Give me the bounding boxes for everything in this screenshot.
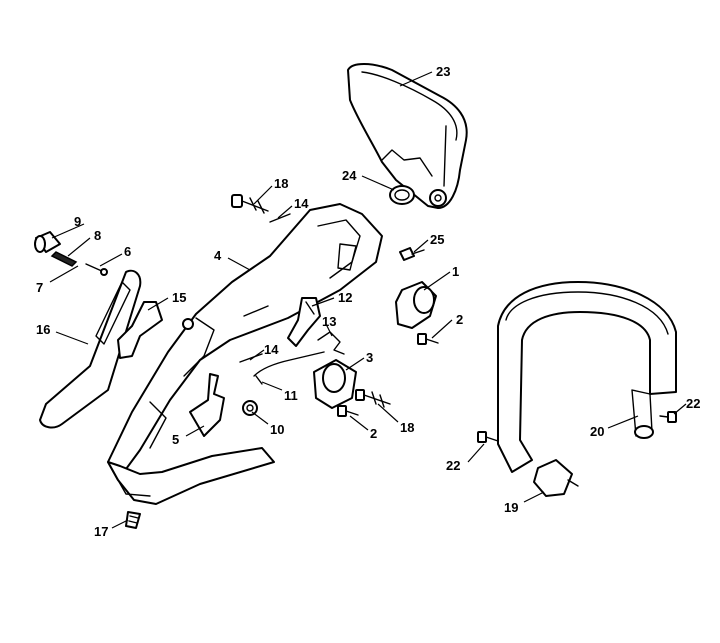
callout-9: 9: [74, 214, 81, 229]
part-24-spring: [389, 185, 415, 205]
part-23-hand-guard: [347, 63, 468, 209]
part-14-pin-upper: [269, 213, 291, 223]
part-25-screw: [399, 247, 425, 261]
part-1-annular-buffer: [395, 281, 437, 329]
part-3-annular-buffer: [313, 359, 357, 409]
callout-24: 24: [342, 168, 357, 183]
part-6-pin: [85, 263, 108, 276]
callout-22-left: 22: [446, 458, 460, 473]
part-11-throttle-rod: [253, 351, 325, 385]
callout-22-right: 22: [686, 396, 700, 411]
callout-7: 7: [36, 280, 43, 295]
callout-11: 11: [284, 388, 298, 403]
callout-23: 23: [436, 64, 450, 79]
part-5-interlock-lever: [189, 373, 225, 437]
callout-2-lower: 2: [370, 426, 377, 441]
callout-18-upper: 18: [274, 176, 288, 191]
callout-14-upper: 14: [294, 196, 309, 211]
part-2-screw-lower: [337, 405, 359, 417]
part-18-screw-lower: [355, 389, 391, 408]
callout-16: 16: [36, 322, 50, 337]
part-13-spring: [317, 331, 345, 355]
part-2-screw-upper: [417, 333, 439, 345]
part-12-throttle-trigger: [287, 297, 321, 347]
callout-labels: 23 24 25 18 14 4 9 8 6 7 1 2 12 13 15 16…: [36, 64, 700, 539]
callout-17: 17: [94, 524, 108, 539]
part-18-screw-upper: [231, 194, 269, 214]
callout-1: 1: [452, 264, 459, 279]
part-8-washer: [50, 251, 78, 267]
part-20-handlebar: [497, 281, 677, 473]
part-9-bushing: [34, 231, 61, 253]
callout-5: 5: [172, 432, 179, 447]
part-22-screw-right: [659, 411, 677, 423]
callout-19: 19: [504, 500, 518, 515]
part-17-screw: [125, 511, 141, 529]
part-19-annular-buffer: [533, 459, 579, 497]
callout-15: 15: [172, 290, 186, 305]
callout-14-lower: 14: [264, 342, 279, 357]
callout-2-upper: 2: [456, 312, 463, 327]
callout-20: 20: [590, 424, 604, 439]
callout-25: 25: [430, 232, 444, 247]
part-16-handle-cover: [39, 269, 142, 429]
part-4-handle-housing: [107, 203, 383, 481]
callout-13: 13: [322, 314, 336, 329]
leader-lines: [49, 71, 687, 529]
front-handle-base: [107, 447, 275, 505]
callout-18-lower: 18: [400, 420, 414, 435]
part-15-clip: [117, 301, 163, 359]
callout-12: 12: [338, 290, 352, 305]
part-10-spring: [242, 400, 258, 416]
callout-6: 6: [124, 244, 131, 259]
callout-10: 10: [270, 422, 284, 437]
part-22-screw-left: [477, 431, 499, 443]
part-14-pin-lower: [239, 353, 263, 363]
callout-3: 3: [366, 350, 373, 365]
callout-4: 4: [214, 248, 222, 263]
callout-8: 8: [94, 228, 101, 243]
